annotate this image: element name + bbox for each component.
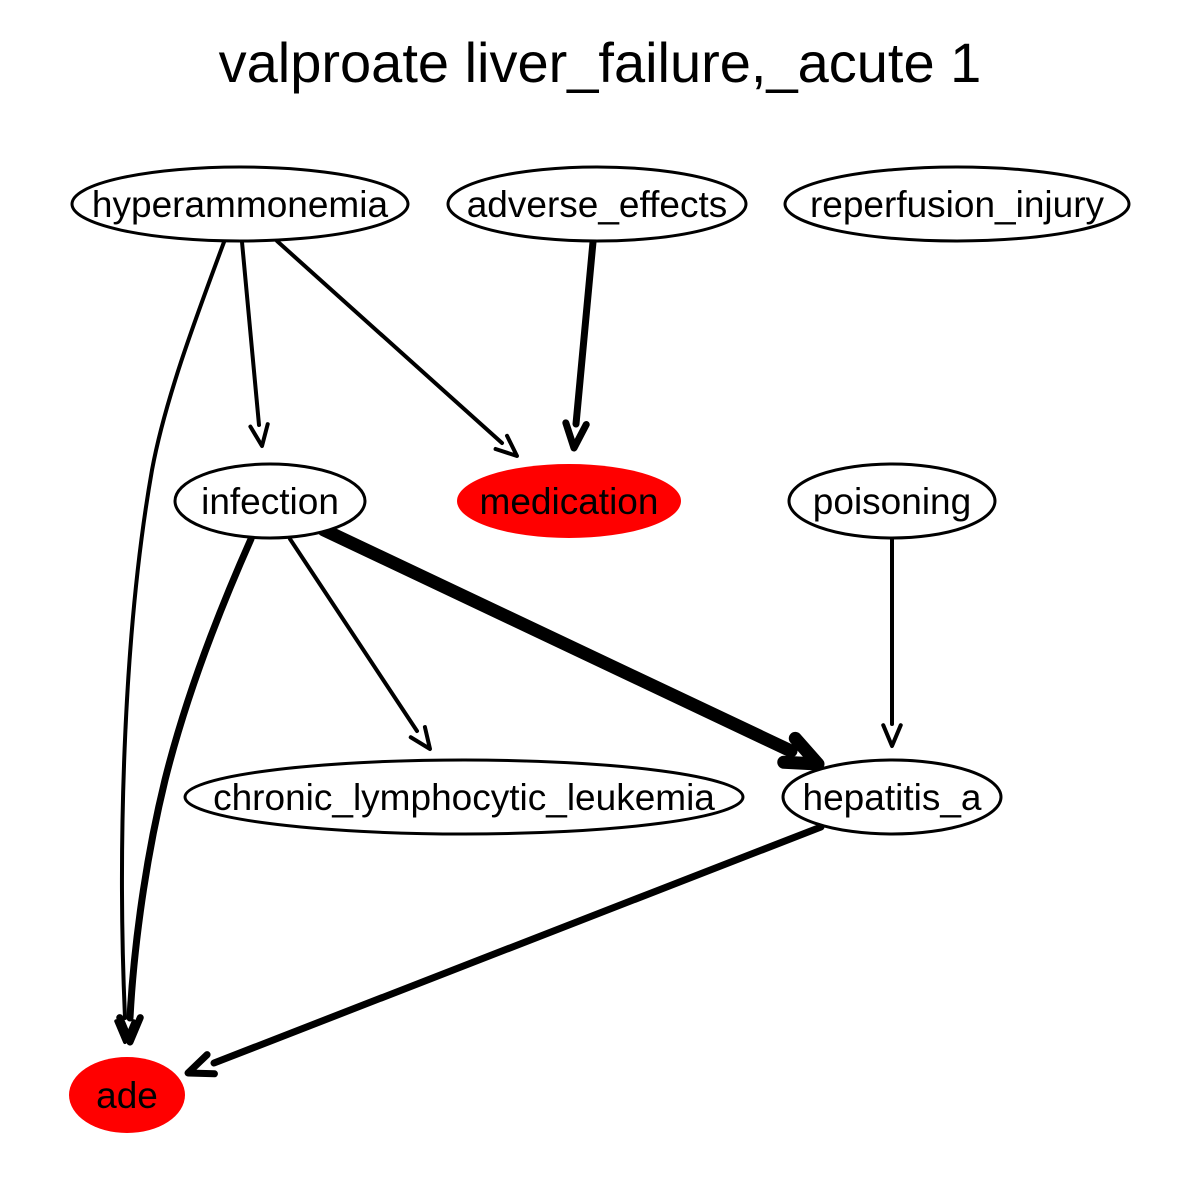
edge-hyperammonemia-to-ade: [114, 240, 226, 1044]
edge-infection-to-hepatitis_a: [317, 523, 825, 771]
node-medication: medication: [457, 464, 681, 538]
edge-poisoning-to-hepatitis_a: [881, 537, 903, 748]
node-adverse-effects: adverse_effects: [446, 165, 748, 243]
node-infection: infection: [173, 462, 367, 540]
node-shape: [70, 165, 410, 243]
edge-line: [210, 823, 825, 1067]
edge-line: [126, 535, 255, 1022]
node-poisoning: poisoning: [787, 462, 997, 540]
node-label: hyperammonemia: [92, 184, 389, 225]
edge-hyperammonemia-to-medication: [275, 239, 519, 458]
edge-arrowhead: [184, 1051, 218, 1078]
node-shape: [69, 1057, 185, 1133]
node-label: poisoning: [813, 481, 971, 522]
node-label: infection: [201, 481, 339, 522]
node-shape: [183, 758, 745, 836]
edge-line: [288, 537, 419, 733]
node-shape: [787, 462, 997, 540]
edge-line: [275, 239, 504, 445]
node-label: adverse_effects: [467, 184, 728, 225]
edge-line: [572, 238, 597, 428]
node-shape: [446, 165, 748, 243]
edges-layer: [114, 238, 903, 1078]
node-hyperammonemia: hyperammonemia: [70, 165, 410, 243]
node-hepatitis-a: hepatitis_a: [781, 758, 1003, 836]
graph-title: valproate liver_failure,_acute 1: [219, 31, 982, 94]
edge-arrowhead: [777, 731, 825, 771]
edge-arrowhead: [881, 723, 903, 748]
node-label: chronic_lymphocytic_leukemia: [213, 777, 715, 818]
edge-line: [120, 240, 226, 1020]
edge-arrowhead: [114, 1019, 136, 1044]
edge-hepatitis_a-to-ade: [184, 823, 825, 1078]
edge-arrowhead: [493, 433, 519, 458]
edge-infection-to-chronic_lymphocytic_leukemia: [288, 537, 432, 751]
nodes-layer: hyperammonemia adverse_effects reperfusion…: [69, 165, 1131, 1133]
node-shape: [173, 462, 367, 540]
node-label: hepatitis_a: [803, 777, 982, 818]
edge-line: [240, 240, 261, 427]
node-label: reperfusion_injury: [810, 184, 1105, 225]
edge-line: [317, 523, 798, 758]
edge-adverse_effects-to-medication: [562, 238, 597, 452]
edge-hyperammonemia-to-infection: [240, 240, 270, 448]
node-reperfusion-injury: reperfusion_injury: [783, 165, 1131, 243]
node-label: medication: [480, 481, 659, 522]
node-ade: ade: [69, 1057, 185, 1133]
node-label: ade: [96, 1075, 158, 1116]
node-chronic-lymphocytic-leukemia: chronic_lymphocytic_leukemia: [183, 758, 745, 836]
node-shape: [781, 758, 1003, 836]
node-shape: [783, 165, 1131, 243]
edge-arrowhead: [116, 1014, 144, 1046]
edge-arrowhead: [562, 419, 590, 452]
edge-arrowhead: [248, 422, 270, 448]
edge-infection-to-ade: [116, 535, 255, 1046]
edge-arrowhead: [408, 725, 432, 751]
node-shape: [457, 464, 681, 538]
